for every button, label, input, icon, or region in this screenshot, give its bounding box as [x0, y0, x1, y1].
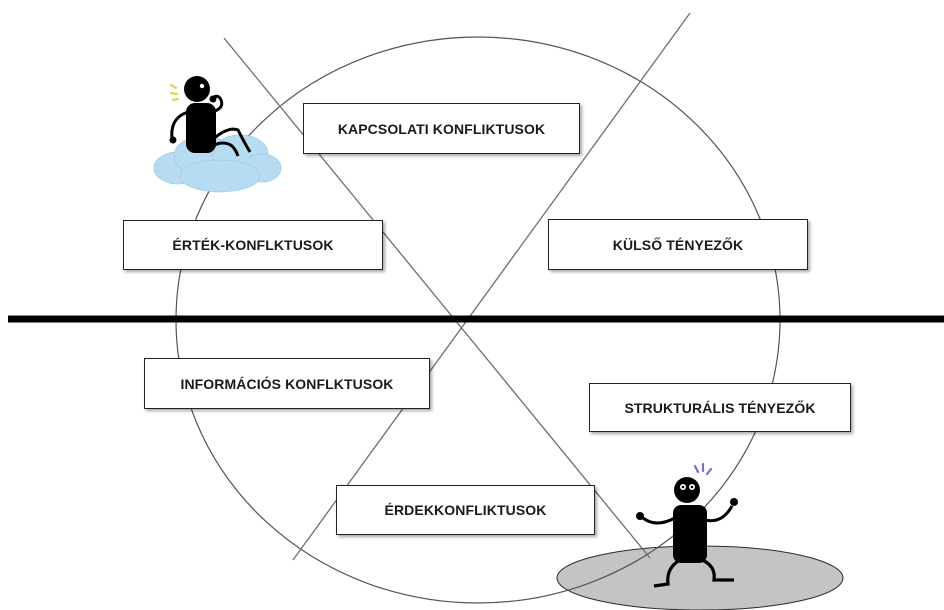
alarm-spark-icon: [693, 462, 713, 476]
label-interest-conflicts: ÉRDEKKONFLIKTUSOK: [336, 485, 595, 535]
figure-on-cloud-icon: [153, 76, 282, 193]
distressed-figure-icon: [636, 462, 738, 588]
thought-spark-icon: [169, 83, 180, 102]
diagonal-line-ascending: [292, 12, 691, 561]
label-external-factors: KÜLSŐ TÉNYEZŐK: [548, 219, 808, 270]
label-relationship-conflicts: KAPCSOLATI KONFLIKTUSOK: [303, 103, 580, 154]
label-structural-factors: STRUKTURÁLIS TÉNYEZŐK: [589, 383, 851, 432]
label-value-conflicts: ÉRTÉK-KONFLKTUSOK: [123, 220, 383, 270]
label-information-conflicts: INFORMÁCIÓS KONFLKTUSOK: [144, 358, 430, 409]
diagonal-line-descending: [223, 37, 651, 559]
